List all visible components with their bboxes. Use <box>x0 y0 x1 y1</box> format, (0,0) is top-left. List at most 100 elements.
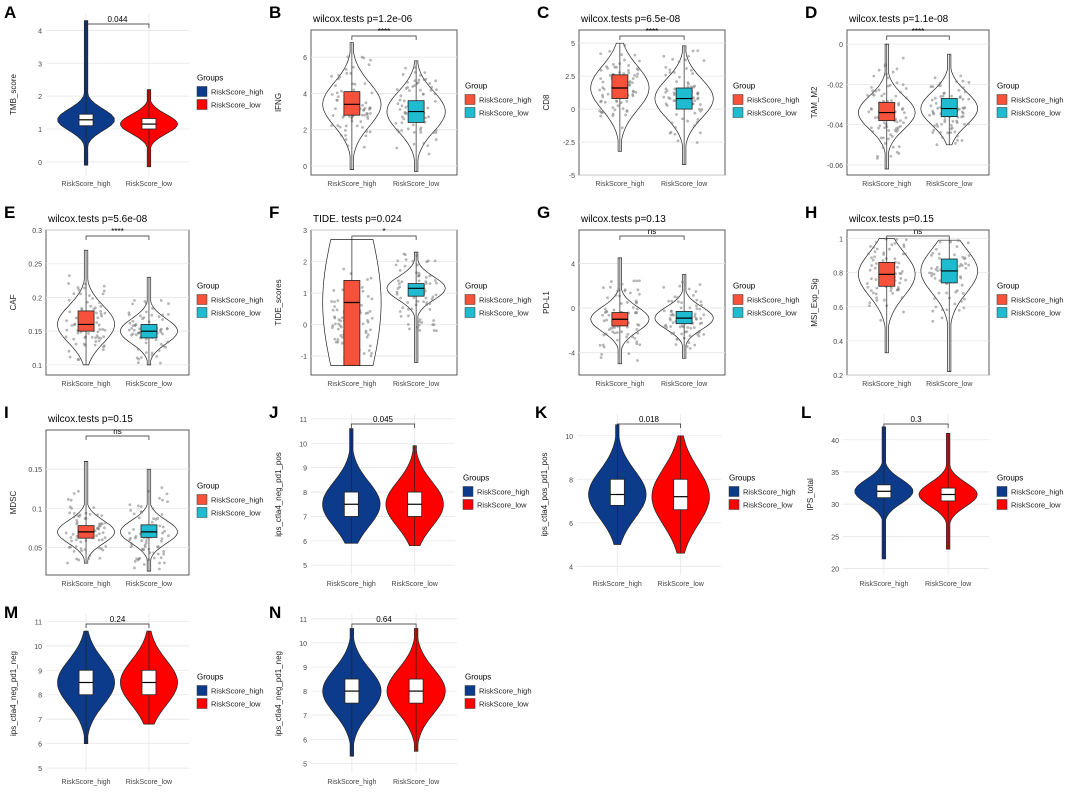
data-point <box>412 131 416 134</box>
data-point <box>669 130 673 134</box>
data-point <box>87 331 90 335</box>
data-point <box>398 98 402 102</box>
data-point <box>360 286 364 289</box>
data-point <box>891 292 895 295</box>
data-point <box>932 128 936 132</box>
x-tick-label: RiskScore_high <box>327 181 376 188</box>
data-point <box>96 527 100 530</box>
data-point <box>930 274 934 278</box>
data-point <box>96 316 100 320</box>
data-point <box>92 307 96 311</box>
data-point <box>870 256 873 260</box>
data-point <box>362 352 366 355</box>
x-tick-label: RiskScore_low <box>925 581 972 588</box>
data-point <box>412 296 416 300</box>
data-point <box>632 90 636 94</box>
data-point <box>152 551 156 555</box>
data-point <box>602 333 606 337</box>
box-high <box>343 91 361 116</box>
legend-swatch <box>732 94 744 105</box>
data-point <box>699 317 703 320</box>
data-point <box>616 289 620 293</box>
data-point <box>361 289 365 293</box>
data-point <box>700 303 703 307</box>
data-point <box>960 139 964 142</box>
data-point <box>618 71 621 74</box>
data-point <box>138 327 141 331</box>
y-tick-label: 10 <box>34 644 42 651</box>
data-point <box>335 91 339 95</box>
y-tick-label: 4 <box>571 261 575 268</box>
data-point <box>958 264 961 268</box>
data-point <box>70 539 73 543</box>
data-point <box>632 279 636 283</box>
data-point <box>344 138 348 141</box>
data-point <box>98 556 102 560</box>
data-point <box>150 354 154 357</box>
data-point <box>967 122 970 126</box>
data-point <box>103 526 106 530</box>
data-point <box>127 311 131 315</box>
data-point <box>879 318 883 322</box>
data-point <box>365 129 369 133</box>
data-point <box>870 277 873 281</box>
significance-bracket <box>351 623 417 628</box>
significance-bracket <box>85 435 150 440</box>
data-point <box>74 342 78 346</box>
panel-title: wilcox.tests p=0.15 <box>848 214 934 225</box>
data-point <box>898 281 902 285</box>
data-point <box>611 326 615 329</box>
data-point <box>101 328 105 331</box>
data-point <box>940 122 943 126</box>
data-point <box>102 284 106 288</box>
data-point <box>428 82 432 85</box>
data-point <box>670 331 673 335</box>
data-point <box>97 524 101 528</box>
data-point <box>638 343 642 347</box>
data-point <box>75 520 79 524</box>
legend-label: RiskScore_high <box>211 687 264 696</box>
data-point <box>868 268 872 272</box>
data-point <box>77 489 80 493</box>
data-point <box>73 323 77 327</box>
y-tick-label: 10 <box>299 641 307 648</box>
data-point <box>964 262 967 265</box>
x-tick-label: RiskScore_high <box>62 581 111 588</box>
data-point <box>678 75 681 79</box>
data-point <box>78 515 81 518</box>
data-point <box>687 54 690 58</box>
data-point <box>899 272 903 276</box>
data-point <box>94 311 98 315</box>
data-point <box>434 281 438 285</box>
data-point <box>949 131 953 135</box>
legend-swatch <box>464 294 476 305</box>
data-point <box>881 146 885 149</box>
legend-swatch <box>732 307 744 318</box>
data-point <box>425 301 429 304</box>
data-point <box>619 302 623 305</box>
data-point <box>417 271 421 275</box>
data-point <box>687 287 691 291</box>
data-point <box>627 71 631 75</box>
data-point <box>156 552 160 556</box>
data-point <box>688 334 692 338</box>
data-point <box>402 117 406 121</box>
data-point <box>66 497 70 501</box>
data-point <box>162 552 166 556</box>
data-point <box>959 276 963 280</box>
legend-swatch <box>996 107 1008 118</box>
data-point <box>676 139 680 143</box>
data-point <box>426 106 430 110</box>
data-point <box>960 283 964 287</box>
legend-label: RiskScore_high <box>479 96 532 105</box>
box-low <box>407 283 425 297</box>
data-point <box>872 291 875 295</box>
data-point <box>133 566 136 570</box>
data-point <box>616 104 620 108</box>
data-point <box>166 340 170 344</box>
legend-title: Group <box>997 82 1020 91</box>
legend-swatch <box>462 499 474 510</box>
data-point <box>411 259 415 263</box>
data-point <box>636 359 639 362</box>
